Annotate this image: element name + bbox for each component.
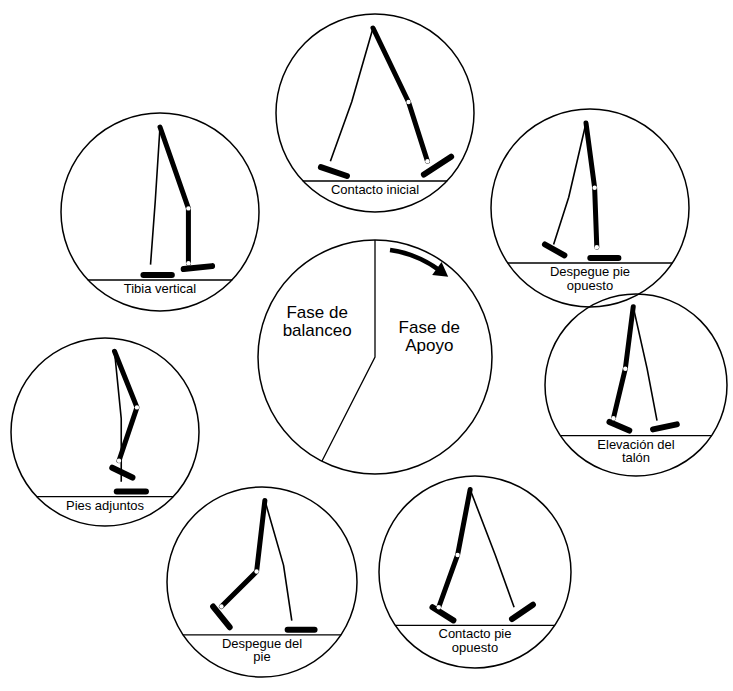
- thin-leg: [330, 28, 373, 161]
- thick-leg: [613, 307, 633, 418]
- phase-circle: Despegue del pie: [166, 486, 358, 678]
- phase-label: Contacto inicial: [300, 183, 450, 197]
- circle-border: [11, 338, 199, 526]
- phase-circle: Despegue pie opuesto: [490, 108, 690, 308]
- phase-circle: Pies adjuntos: [10, 337, 200, 527]
- joint-dot: [611, 416, 615, 420]
- joint-dot: [425, 159, 429, 163]
- ground-line: [36, 496, 173, 497]
- thick-leg: [115, 351, 137, 460]
- circle-border: [61, 113, 259, 311]
- phase-circle: Elevación del talón: [544, 293, 728, 477]
- circle-outline: [257, 239, 493, 475]
- thick-leg: [373, 28, 427, 161]
- joint-dot: [592, 186, 596, 190]
- ground-line: [395, 625, 555, 626]
- circle-border: [545, 294, 727, 476]
- joint-dot: [254, 569, 258, 573]
- phase-name: Fase de Apoyo: [387, 319, 472, 355]
- foot: [432, 607, 453, 620]
- stick-figure: [143, 127, 212, 275]
- phase-label: Elevación del talón: [586, 438, 686, 465]
- joint-dot: [595, 245, 599, 249]
- ground-line: [183, 634, 341, 635]
- thin-leg: [554, 123, 586, 245]
- thin-leg: [151, 127, 160, 265]
- circle-border: [276, 14, 474, 212]
- stick-figure: [321, 28, 451, 176]
- foot: [512, 605, 533, 619]
- thick-leg: [439, 490, 470, 608]
- foot: [545, 245, 564, 256]
- ground-line: [507, 262, 672, 263]
- stick-figure: [432, 490, 532, 621]
- foot: [590, 255, 618, 261]
- foot: [653, 424, 677, 429]
- cycle-circle: Fase de balanceo Fase de Apoyo: [257, 239, 493, 475]
- phase-name: Fase de balanceo: [271, 304, 363, 340]
- joint-dot: [219, 604, 223, 608]
- foot: [609, 422, 629, 431]
- joint-dot: [117, 459, 121, 463]
- foot: [143, 272, 171, 278]
- joint-dot: [186, 261, 190, 265]
- foot: [117, 489, 146, 495]
- phase-divider: [322, 240, 375, 461]
- thick-leg: [586, 123, 597, 247]
- joint-dot: [186, 206, 190, 210]
- arrow-shaft: [390, 250, 438, 270]
- joint-dot: [135, 405, 139, 409]
- joint-dot: [455, 553, 459, 557]
- foot: [288, 627, 315, 633]
- thin-leg: [265, 500, 292, 620]
- phase-label: Contacto pie opuesto: [425, 627, 525, 654]
- phase-label: Pies adjuntos: [30, 499, 180, 513]
- foot: [184, 266, 212, 269]
- ground-line: [560, 435, 712, 436]
- joint-dot: [406, 100, 410, 104]
- thin-leg: [633, 307, 657, 421]
- foot: [321, 167, 347, 176]
- ground-line: [88, 279, 233, 280]
- foot: [424, 157, 451, 175]
- circle-border: [258, 240, 492, 474]
- stick-figure: [545, 123, 618, 258]
- thin-leg: [470, 490, 514, 608]
- phase-label: Despegue del pie: [217, 637, 307, 664]
- joint-dot: [623, 367, 627, 371]
- circle-border: [167, 487, 357, 677]
- foot: [213, 607, 230, 628]
- ground-line: [303, 180, 448, 181]
- stick-figure: [112, 351, 146, 491]
- phase-label: Tibia vertical: [85, 282, 235, 296]
- direction-arrow: [390, 250, 448, 277]
- phase-circle: Contacto inicial: [275, 13, 475, 213]
- phase-circle: Tibia vertical: [60, 112, 260, 312]
- circle-border: [491, 109, 689, 307]
- thick-leg: [160, 127, 188, 263]
- joint-dot: [437, 605, 441, 609]
- phase-circle: Contacto pie opuesto: [378, 475, 572, 669]
- thick-leg: [221, 500, 264, 606]
- foot: [112, 468, 132, 478]
- phase-label: Despegue pie opuesto: [540, 265, 640, 292]
- stick-figure: [609, 307, 676, 431]
- circle-border: [379, 476, 571, 668]
- stick-figure: [213, 500, 314, 629]
